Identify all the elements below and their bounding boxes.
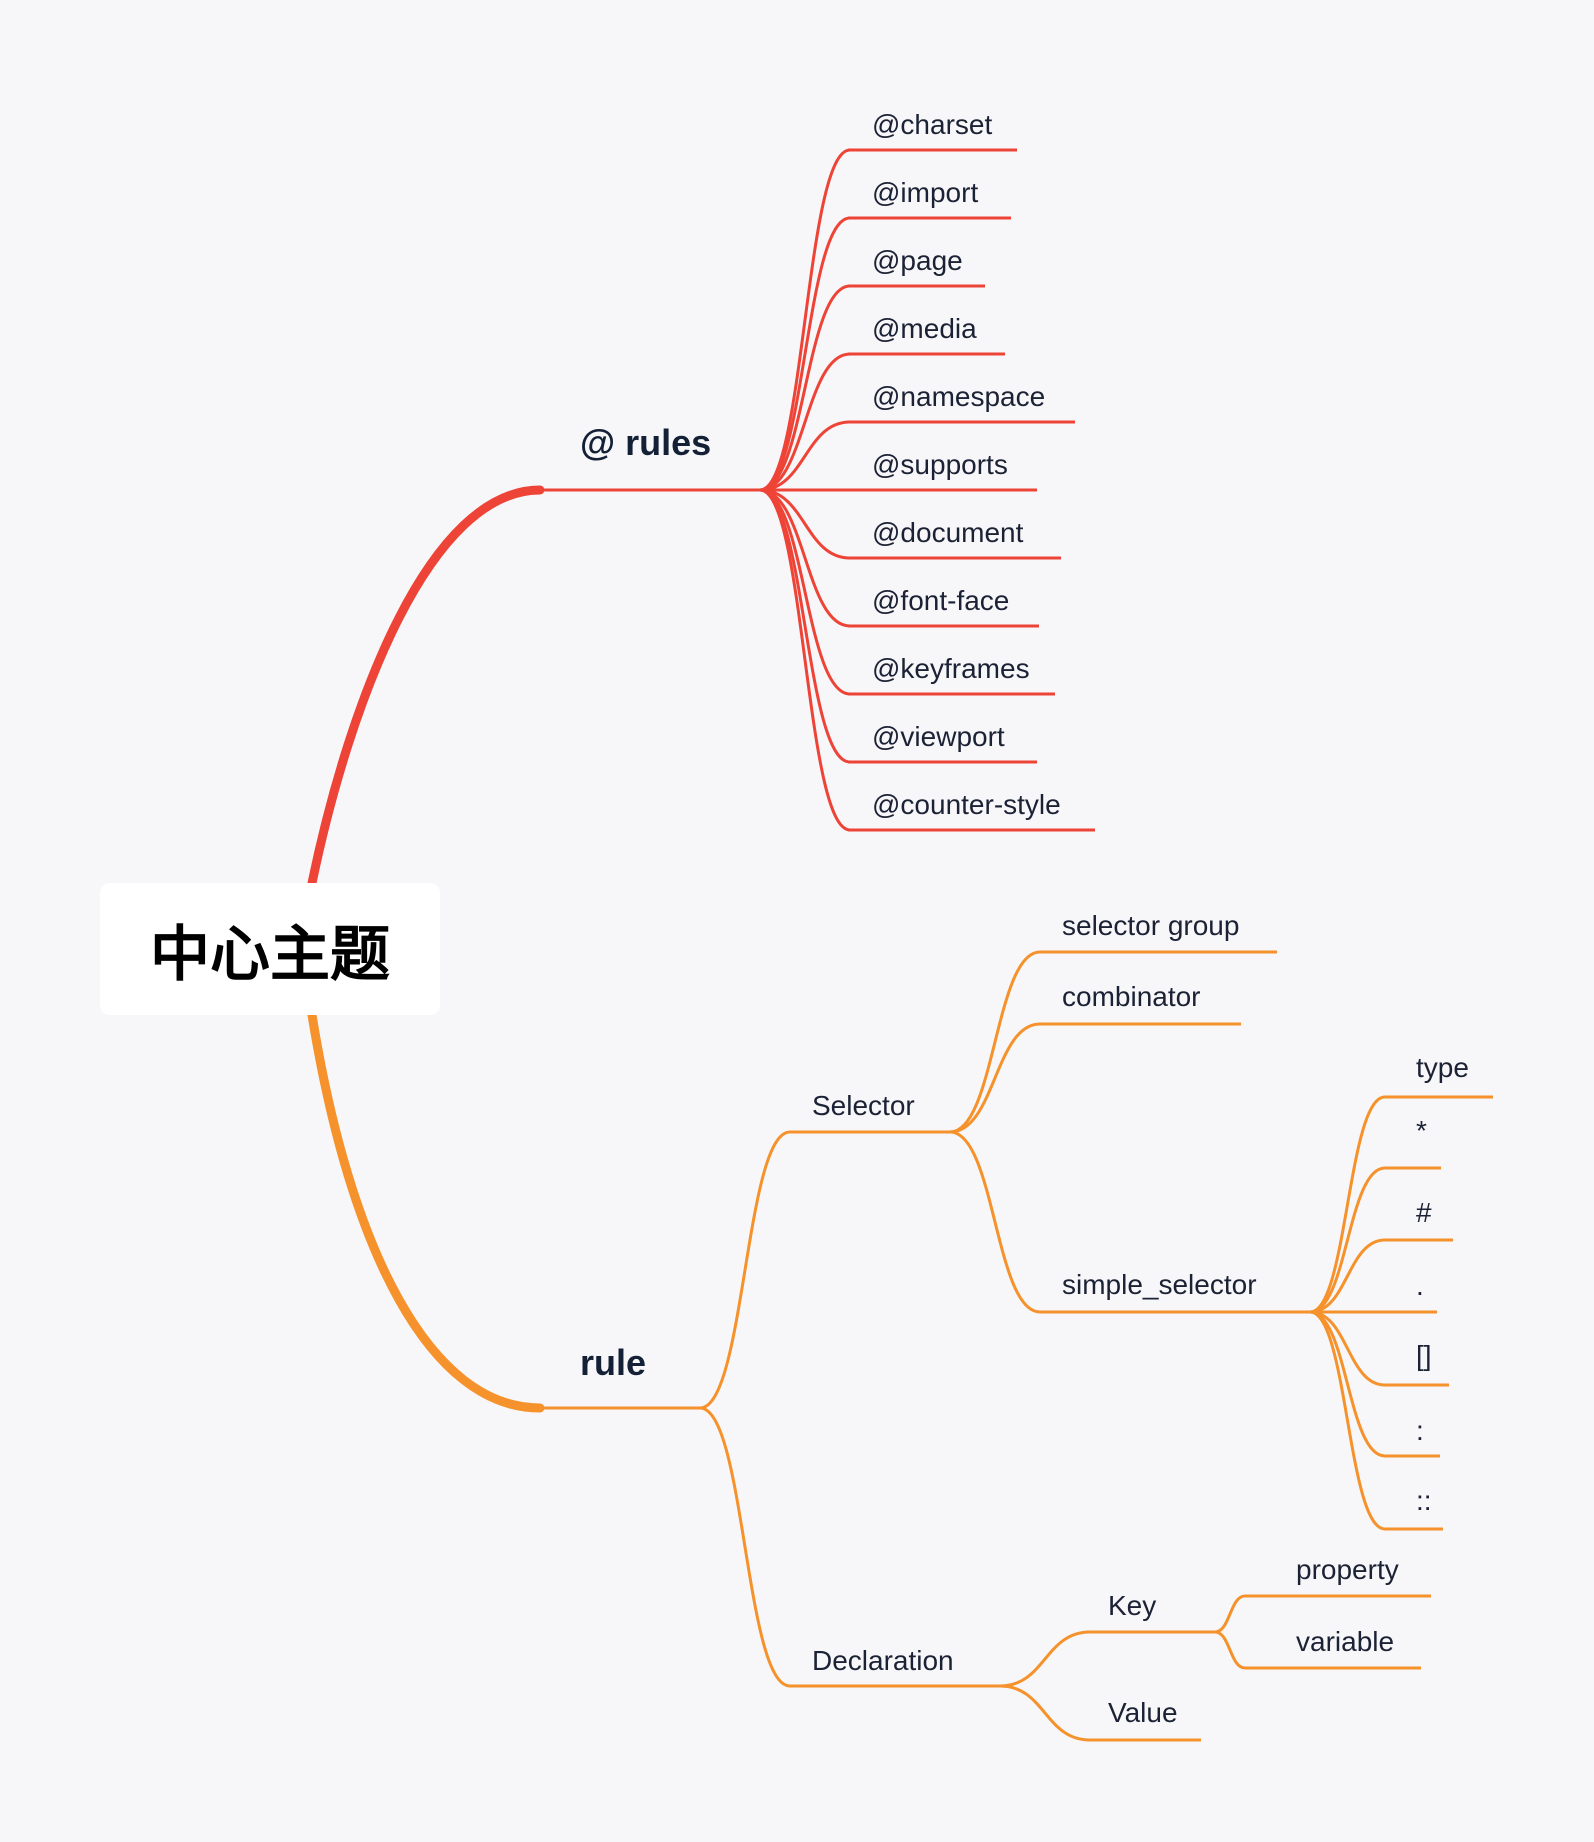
connector-font-face bbox=[759, 488, 851, 628]
connector-keyframes bbox=[759, 488, 851, 696]
leaf-font-face[interactable]: @font-face bbox=[872, 585, 1009, 616]
leaf-property[interactable]: property bbox=[1296, 1554, 1399, 1585]
central-topic-label: 中心主题 bbox=[150, 920, 390, 988]
connector-type bbox=[1309, 1095, 1386, 1314]
connector-combinator bbox=[949, 1022, 1041, 1134]
connector-root-to-at-rules bbox=[307, 485, 545, 888]
connector-document bbox=[759, 488, 851, 560]
leaf-id[interactable]: # bbox=[1416, 1197, 1432, 1228]
leaf-media[interactable]: @media bbox=[872, 313, 977, 344]
connector-id bbox=[1309, 1238, 1386, 1314]
leaf-keyframes[interactable]: @keyframes bbox=[872, 653, 1030, 684]
leaf-page[interactable]: @page bbox=[872, 245, 963, 276]
node-combinator[interactable]: combinator bbox=[1062, 981, 1201, 1012]
connector-key bbox=[999, 1630, 1091, 1688]
connector-viewport bbox=[759, 488, 851, 764]
connector-import bbox=[759, 216, 851, 492]
leaf-supports[interactable]: @supports bbox=[872, 449, 1008, 480]
node-key[interactable]: Key bbox=[1108, 1590, 1156, 1621]
connector-root-to-rule bbox=[307, 1010, 545, 1413]
leaf-import[interactable]: @import bbox=[872, 177, 978, 208]
connector-pseudo-element bbox=[1309, 1310, 1386, 1531]
connector-counter-style bbox=[759, 488, 851, 832]
leaf-variable[interactable]: variable bbox=[1296, 1626, 1394, 1657]
connector-universal bbox=[1309, 1166, 1386, 1314]
connector-property bbox=[1214, 1594, 1246, 1634]
leaf-counter-style[interactable]: @counter-style bbox=[872, 789, 1061, 820]
leaf-attribute[interactable]: [] bbox=[1416, 1340, 1432, 1371]
leaf-universal[interactable]: * bbox=[1416, 1115, 1427, 1146]
connector-namespace bbox=[759, 420, 851, 492]
leaf-pseudo-element[interactable]: :: bbox=[1416, 1485, 1432, 1516]
connector-value bbox=[999, 1684, 1091, 1742]
branch-label-rule[interactable]: rule bbox=[580, 1342, 646, 1383]
connector-pseudo-class bbox=[1309, 1310, 1386, 1458]
leaf-value[interactable]: Value bbox=[1108, 1697, 1178, 1728]
node-declaration[interactable]: Declaration bbox=[812, 1645, 954, 1676]
branch-label-at-rules[interactable]: @ rules bbox=[580, 422, 711, 463]
leaf-pseudo-class[interactable]: : bbox=[1416, 1415, 1424, 1446]
connector-media bbox=[759, 352, 851, 492]
connector-attribute bbox=[1309, 1310, 1386, 1387]
connector-selector-group bbox=[949, 950, 1041, 1134]
central-topic-node[interactable]: 中心主题 bbox=[100, 883, 440, 1015]
leaf-document[interactable]: @document bbox=[872, 517, 1024, 548]
node-selector-group[interactable]: selector group bbox=[1062, 910, 1239, 941]
leaf-viewport[interactable]: @viewport bbox=[872, 721, 1005, 752]
leaf-type[interactable]: type bbox=[1416, 1052, 1469, 1083]
connector-selector bbox=[699, 1130, 791, 1410]
leaf-charset[interactable]: @charset bbox=[872, 109, 992, 140]
connector-page bbox=[759, 284, 851, 492]
leaf-namespace[interactable]: @namespace bbox=[872, 381, 1045, 412]
node-simple-selector[interactable]: simple_selector bbox=[1062, 1269, 1257, 1300]
leaf-class[interactable]: . bbox=[1416, 1270, 1424, 1301]
connector-variable bbox=[1214, 1630, 1246, 1670]
connector-simple-selector bbox=[949, 1130, 1041, 1314]
node-selector[interactable]: Selector bbox=[812, 1090, 915, 1121]
connector-charset bbox=[759, 148, 851, 492]
connector-declaration bbox=[699, 1406, 791, 1688]
